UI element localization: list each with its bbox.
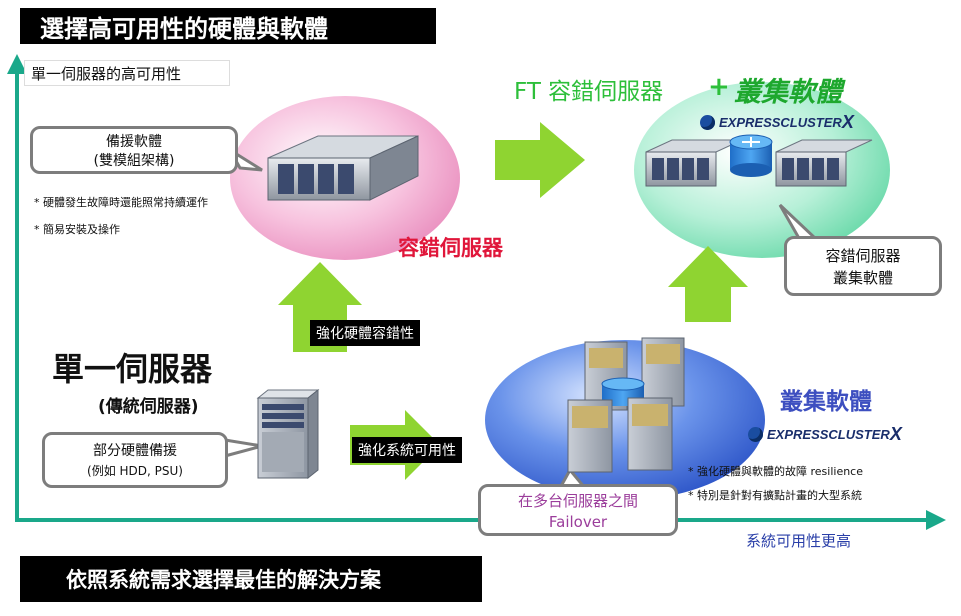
- arrow-right-top: [495, 122, 585, 198]
- cluster-ellipse: [485, 340, 765, 500]
- single-callout: 部分硬體備援 (例如 HDD, PSU): [42, 432, 228, 488]
- logo-mark-icon: [700, 115, 715, 130]
- cluster-callout-line2: Failover: [548, 513, 608, 531]
- cluster-logo-text: EXPRESSCLUSTER: [767, 427, 890, 442]
- cluster-bullet-1: * 強化硬體與軟體的故障 resilience: [688, 465, 863, 478]
- cluster-logo-x: X: [889, 424, 902, 444]
- ft-server-label: 容錯伺服器: [398, 236, 503, 260]
- combo-logo-text: EXPRESSCLUSTER: [719, 115, 842, 130]
- y-axis-label: 單一伺服器的高可用性: [24, 60, 230, 86]
- combo-plus: +: [708, 72, 730, 102]
- tower-server: [256, 388, 320, 480]
- y-axis: [7, 54, 27, 522]
- single-server-subtitle: (傳統伺服器): [98, 397, 199, 417]
- cluster-logo-mark-icon: [748, 427, 763, 442]
- combo-servers: [645, 134, 873, 187]
- ft-bullet-2: * 簡易安裝及操作: [34, 223, 120, 236]
- cluster-callout-line1: 在多台伺服器之間: [517, 492, 638, 510]
- combo-callout-line2: 叢集軟體: [832, 269, 893, 287]
- arrow-label-harden-hw: 強化硬體容錯性: [310, 320, 420, 346]
- ft-callout-line1: 備援軟體: [106, 134, 162, 150]
- x-axis-label: 系統可用性更高: [746, 532, 852, 550]
- cluster-title: 叢集軟體: [780, 389, 872, 415]
- cluster-callout: 在多台伺服器之間 Failover: [478, 484, 678, 536]
- combo-callout: 容錯伺服器 叢集軟體: [784, 236, 942, 296]
- combo-logo-x: X: [841, 112, 854, 132]
- ft-rack-server: [267, 135, 419, 201]
- ft-bullet-1: * 硬體發生故障時還能照常持續運作: [34, 196, 208, 209]
- cluster-bullet-2: * 特別是針對有擴點計畫的大型系統: [688, 489, 862, 502]
- combo-title-part2: 叢集軟體: [734, 77, 842, 108]
- footer-banner: 依照系統需求選擇最佳的解決方案: [20, 556, 482, 602]
- combo-callout-line1: 容錯伺服器: [825, 247, 901, 265]
- x-axis: [15, 510, 946, 530]
- cluster-servers: [567, 337, 685, 473]
- single-callout-line2: (例如 HDD, PSU): [87, 464, 183, 478]
- arrow-label-harden-avail: 強化系統可用性: [352, 437, 462, 463]
- combo-title-part1: FT 容錯伺服器: [514, 79, 664, 105]
- single-server-title: 單一伺服器: [52, 350, 213, 388]
- single-callout-line1: 部分硬體備援: [93, 443, 177, 459]
- page-title: 選擇高可用性的硬體與軟體: [20, 8, 436, 44]
- arrow-up-right: [668, 246, 748, 322]
- ft-callout-line2: (雙模組架構): [93, 153, 175, 169]
- ft-callout: 備援軟體 (雙模組架構): [30, 126, 238, 174]
